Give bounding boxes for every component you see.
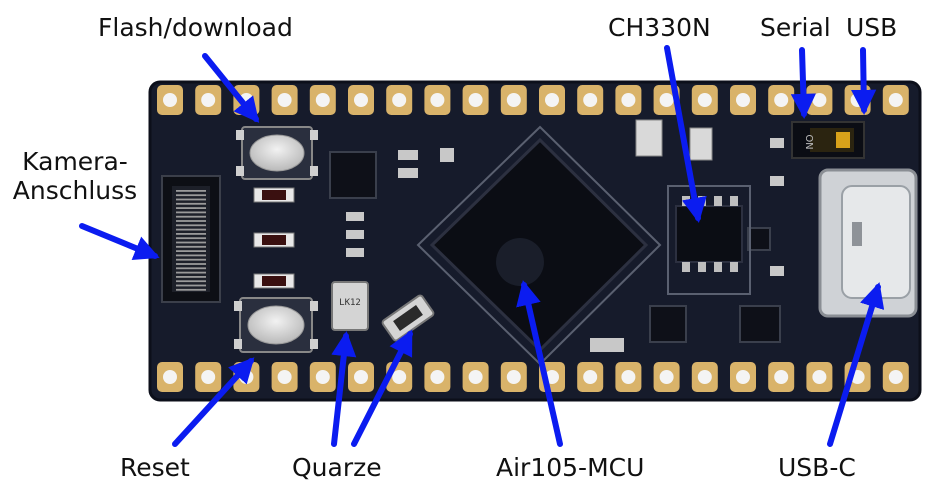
camera-connector-pin: [176, 220, 206, 222]
arrow-quarze-1: [331, 330, 357, 447]
pin-hole: [621, 93, 636, 107]
pin-hole: [774, 93, 789, 107]
pin-hole: [583, 93, 598, 107]
pin-hole: [468, 93, 483, 107]
pin-hole: [812, 93, 827, 107]
arrow-flash: [202, 53, 260, 123]
pin-hole: [659, 370, 674, 384]
camera-connector-pin: [176, 237, 206, 240]
camera-connector-pin: [176, 194, 206, 197]
arrow-reset: [172, 357, 255, 447]
arrow-mcu: [516, 280, 563, 447]
pin-hole: [163, 93, 177, 107]
label-quarze: Quarze: [292, 453, 382, 482]
crystal-2: [381, 294, 435, 342]
switch-on-marking: ON: [803, 134, 814, 149]
pin-hole: [697, 93, 712, 107]
label-camera-line2: Anschluss: [12, 175, 138, 205]
camera-connector-pin: [176, 224, 206, 227]
camera-connector-pin: [176, 215, 206, 218]
camera-connector-pin: [176, 258, 206, 261]
pin-hole: [163, 370, 177, 384]
pin-hole: [888, 93, 903, 107]
pin-hole: [277, 370, 292, 384]
pin-hole: [697, 370, 712, 384]
label-serial: Serial: [760, 13, 831, 42]
mode-switch: ON: [791, 121, 865, 159]
pin-hole: [201, 93, 216, 107]
camera-connector-pin: [176, 267, 206, 270]
pin-hole: [736, 370, 750, 384]
pin-hole: [315, 93, 330, 107]
flash-button: [236, 126, 318, 180]
pin-hole: [392, 93, 407, 107]
pin-hole: [583, 370, 598, 384]
camera-connector-pin: [176, 245, 206, 248]
label-usbc: USB-C: [778, 453, 856, 482]
arrow-serial: [790, 47, 816, 120]
pin-hole: [430, 370, 445, 384]
label-ch330n: CH330N: [608, 13, 711, 42]
arrow-camera: [79, 223, 160, 260]
pin-hole: [277, 93, 292, 107]
camera-connector-pin: [176, 190, 206, 192]
bottom-header-pins: [157, 362, 909, 392]
camera-connector-pin: [176, 284, 206, 287]
pin-hole: [315, 370, 330, 384]
crystal-1: LK12: [331, 281, 369, 331]
camera-connector-pin: [176, 288, 206, 291]
pin-hole: [888, 370, 903, 384]
camera-connector-pin: [176, 263, 206, 265]
pin-hole: [736, 93, 750, 107]
camera-connector-pin: [176, 276, 206, 278]
arrow-ch330n: [664, 45, 707, 223]
camera-connector-pin: [176, 280, 206, 283]
pin-hole: [545, 93, 559, 107]
camera-connector-pin: [176, 211, 206, 214]
arrow-quarze-2: [351, 329, 413, 447]
annotation-arrows: [79, 45, 885, 447]
usbc-port: [818, 168, 918, 318]
pin-hole: [506, 370, 521, 384]
camera-connector-pin: [176, 271, 206, 274]
camera-connector-pin: [176, 241, 206, 244]
arrow-usbc: [827, 282, 885, 447]
label-camera-connector: Kamera- Anschluss: [4, 147, 146, 206]
label-usb: USB: [846, 13, 898, 42]
camera-connector-pin: [176, 254, 206, 257]
camera-connector-pin: [176, 228, 206, 231]
label-reset: Reset: [120, 453, 190, 482]
pin-hole: [430, 93, 445, 107]
pin-hole: [354, 370, 368, 384]
pin-hole: [659, 93, 674, 107]
camera-connector: [161, 175, 221, 303]
arrow-usb: [851, 47, 877, 116]
small-components: [253, 119, 784, 352]
camera-connector-pin: [176, 202, 206, 205]
label-mcu: Air105-MCU: [496, 453, 645, 482]
pin-hole: [506, 93, 521, 107]
pin-hole: [774, 370, 789, 384]
camera-connector-pin: [176, 250, 206, 252]
camera-connector-pin: [176, 233, 206, 235]
pin-hole: [354, 93, 368, 107]
pin-hole: [812, 370, 827, 384]
pin-hole: [621, 370, 636, 384]
camera-connector-pin: [176, 207, 206, 209]
pin-hole: [468, 370, 483, 384]
label-flash-download: Flash/download: [98, 13, 293, 42]
pin-hole: [392, 370, 407, 384]
label-camera-line1: Kamera-: [22, 147, 128, 176]
camera-connector-pin: [176, 198, 206, 201]
pin-hole: [201, 370, 216, 384]
reset-button: [234, 297, 318, 353]
crystal-marking: LK12: [339, 298, 361, 308]
